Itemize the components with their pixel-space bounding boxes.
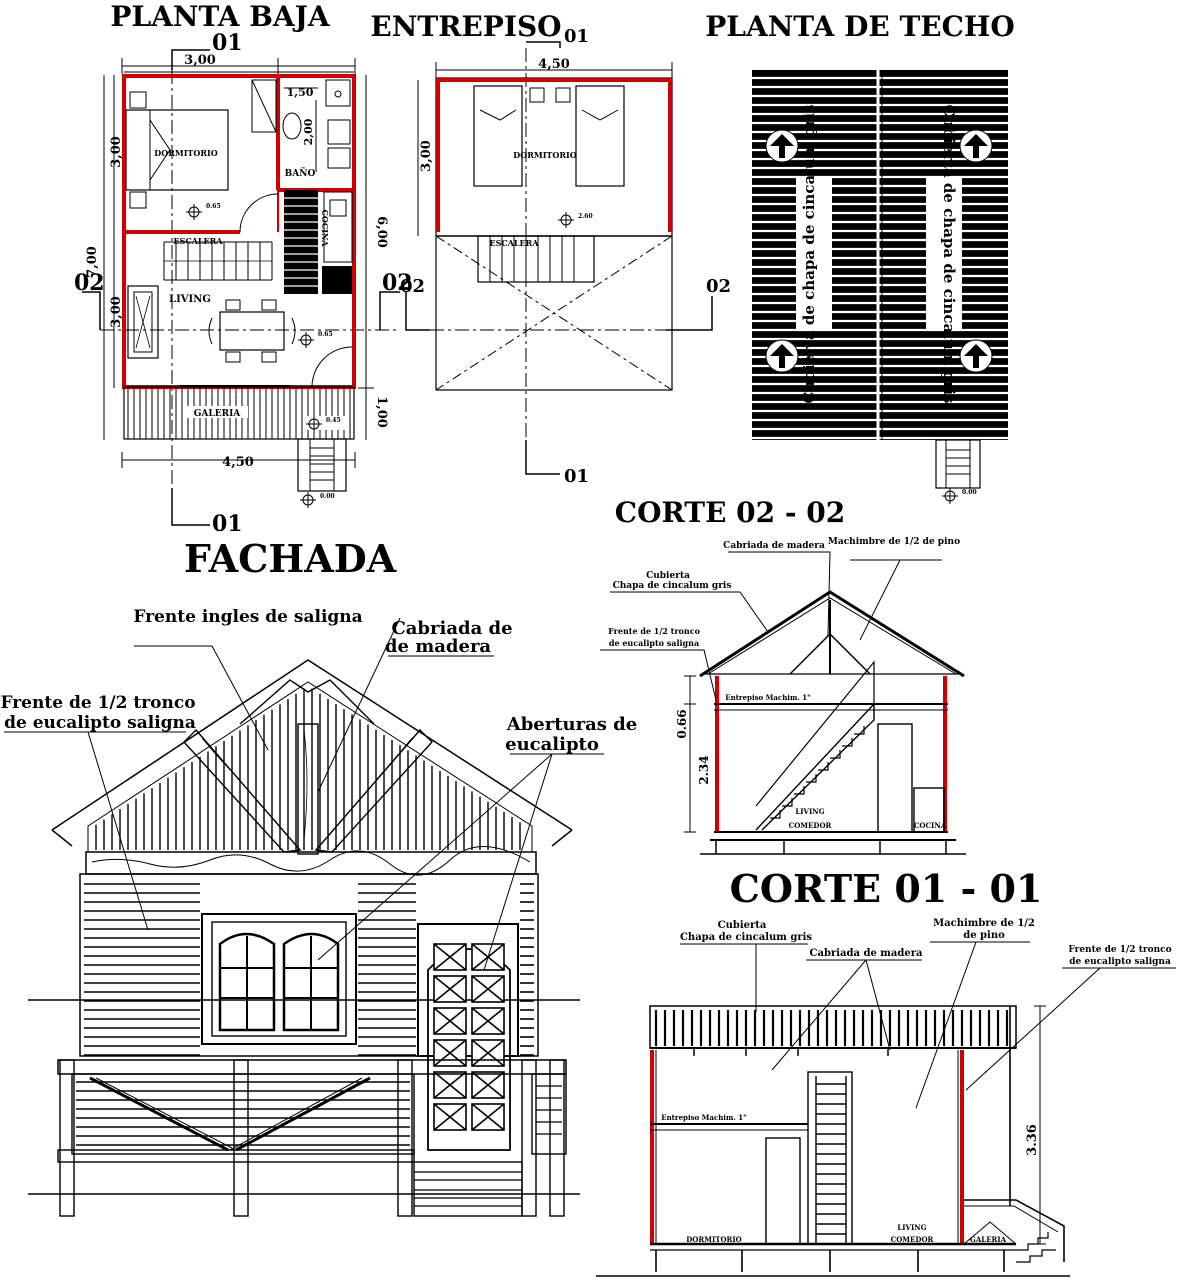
room-pb-escalera: ESCALERA — [173, 236, 223, 246]
roof-label-left: Cubierta de chapa de cincalum gris — [800, 105, 818, 404]
fachada-label-cabriada-1: Cabriada de — [391, 618, 512, 639]
c02-label-cubierta-1: Cubierta — [646, 571, 690, 581]
c01-label-cubierta-1: Cubierta — [718, 920, 767, 931]
level-mark-techo: 0.00 — [942, 488, 977, 504]
svg-text:0.00: 0.00 — [962, 489, 977, 496]
level-mark-pb-2: 0.65 — [298, 331, 333, 348]
c01-label-frente-2: de eucalipto saligna — [1069, 957, 1171, 967]
dim-ent-left: 3,00 — [419, 140, 434, 172]
dim-pb-right-galeria: 1,00 — [374, 396, 389, 428]
fachada-label-frente-ingles: Frente ingles de saligna — [133, 607, 362, 627]
c02-dim-2: 2.34 — [697, 755, 711, 784]
svg-text:0.00: 0.00 — [320, 493, 335, 500]
fachada-label-aberturas-1: Aberturas de — [506, 714, 637, 735]
entrepiso-plan: 01 01 02 02 4,50 3,00 DORMITORIO 2.60 — [400, 26, 731, 487]
title-corte-02: CORTE 02 - 02 — [615, 496, 845, 529]
room-pb-dormitorio: DORMITORIO — [154, 148, 217, 158]
c01-label-cubierta-2: Chapa de cincalum gris — [680, 932, 812, 943]
section-mark-01-bottom: 01 — [212, 511, 243, 537]
c01-label-dormitorio: DORMITORIO — [686, 1235, 742, 1244]
c02-label-frente-2: de eucalipto saligna — [609, 638, 699, 648]
dim-pb-bottom: 4,50 — [222, 455, 254, 470]
svg-text:2.60: 2.60 — [578, 213, 593, 220]
fachada-label-frente-tronco-2: de eucalipto saligna — [4, 713, 196, 733]
level-mark-pb-3: 0.45 — [304, 416, 348, 432]
level-mark-ent-1: 2.60 — [558, 212, 593, 228]
c01-label-cabriada: Cabriada de madera — [810, 948, 923, 959]
c02-label-cubierta-2: Chapa de cincalum gris — [613, 581, 732, 591]
fachada-label-aberturas-2: eucalipto — [505, 734, 599, 755]
dim-pb-right-total: 6,00 — [374, 216, 389, 248]
c01-label-living: LIVING — [897, 1223, 926, 1232]
fachada-label-cabriada-2: de madera — [385, 636, 492, 657]
title-planta-techo: PLANTA DE TECHO — [705, 10, 1015, 43]
c01-label-comedor: COMEDOR — [891, 1235, 934, 1244]
svg-text:0.65: 0.65 — [318, 331, 333, 338]
dim-pb-left-upper: 3,00 — [109, 136, 124, 168]
title-fachada: FACHADA — [184, 536, 397, 581]
planta-techo-plan: Cubierta de chapa de cincalum gris Cubie… — [752, 70, 1008, 504]
c02-label-frente-1: Frente de 1/2 tronco — [608, 626, 700, 636]
c02-label-entrepiso: Entrepiso Machim. 1" — [725, 693, 811, 702]
c01-label-entrepiso: Entrepiso Machim. 1" — [661, 1113, 747, 1122]
section-mark-02-ent-right: 02 — [706, 276, 731, 297]
room-pb-cocina: COCINA — [320, 210, 330, 248]
c01-label-galeria: GALERIA — [970, 1235, 1007, 1244]
roof-label-right: Cubierta de chapa de cincalum gris — [940, 105, 958, 404]
c01-dim-height: 3.36 — [1025, 1124, 1040, 1156]
fachada-label-frente-tronco-1: Frente de 1/2 tronco — [0, 693, 195, 713]
svg-text:0.45: 0.45 — [326, 417, 341, 424]
section-mark-02-ent-left: 02 — [400, 276, 425, 297]
c02-label-machimbre: Machimbre de 1/2 de pino — [828, 537, 960, 547]
svg-text:0.65: 0.65 — [206, 203, 221, 210]
c01-label-machimbre-1: Machimbre de 1/2 — [933, 918, 1035, 929]
c02-label-living: LIVING — [795, 807, 824, 816]
c02-label-comedor: COMEDOR — [789, 821, 832, 830]
corte-01-section: Entrepiso Machim. 1" DORMITORIO LIVING C… — [596, 918, 1176, 1277]
section-mark-01-top: 01 — [212, 30, 243, 56]
room-ent-escalera: ESCALERA — [489, 238, 539, 248]
section-mark-02-left: 02 — [74, 270, 105, 296]
dim-pb-left-lower: 3,00 — [109, 296, 124, 328]
section-mark-01-ent-top: 01 — [564, 26, 589, 47]
dim-pb-top-small: 1,50 — [287, 86, 314, 99]
dim-pb-left-total: 7,00 — [85, 246, 100, 278]
dim-pb-bath: 2,00 — [302, 118, 315, 145]
c02-label-cocina: COCINA — [914, 821, 947, 830]
c02-dim-1: 0.66 — [675, 709, 689, 738]
dim-ent-top: 4,50 — [538, 57, 570, 72]
fachada-elevation: Frente ingles de saligna Cabriada de de … — [0, 607, 637, 1217]
corte-02-section: Entrepiso Machim. 1" LIVING COMEDOR COCI… — [600, 537, 966, 855]
title-entrepiso: ENTREPISO — [370, 10, 561, 43]
level-mark-pb-4: 0.00 — [300, 492, 335, 508]
planta-baja-plan: 01 01 02 02 3,00 7,00 3,00 3,00 6,00 1,0… — [74, 30, 413, 537]
section-mark-01-ent-bottom: 01 — [564, 466, 589, 487]
c01-label-frente-1: Frente de 1/2 tronco — [1068, 945, 1171, 955]
dim-pb-top: 3,00 — [184, 53, 216, 68]
room-pb-bano: BAÑO — [285, 167, 316, 179]
room-pb-galeria: GALERIA — [194, 409, 242, 419]
level-mark-pb-1: 0.65 — [186, 203, 221, 220]
title-corte-01: CORTE 01 - 01 — [730, 866, 1043, 911]
room-ent-dormitorio: DORMITORIO — [513, 150, 576, 160]
room-pb-living: LIVING — [169, 294, 211, 305]
c02-label-cabriada: Cabriada de madera — [723, 541, 825, 551]
title-planta-baja: PLANTA BAJA — [110, 0, 330, 33]
c01-label-machimbre-2: de pino — [963, 930, 1005, 941]
